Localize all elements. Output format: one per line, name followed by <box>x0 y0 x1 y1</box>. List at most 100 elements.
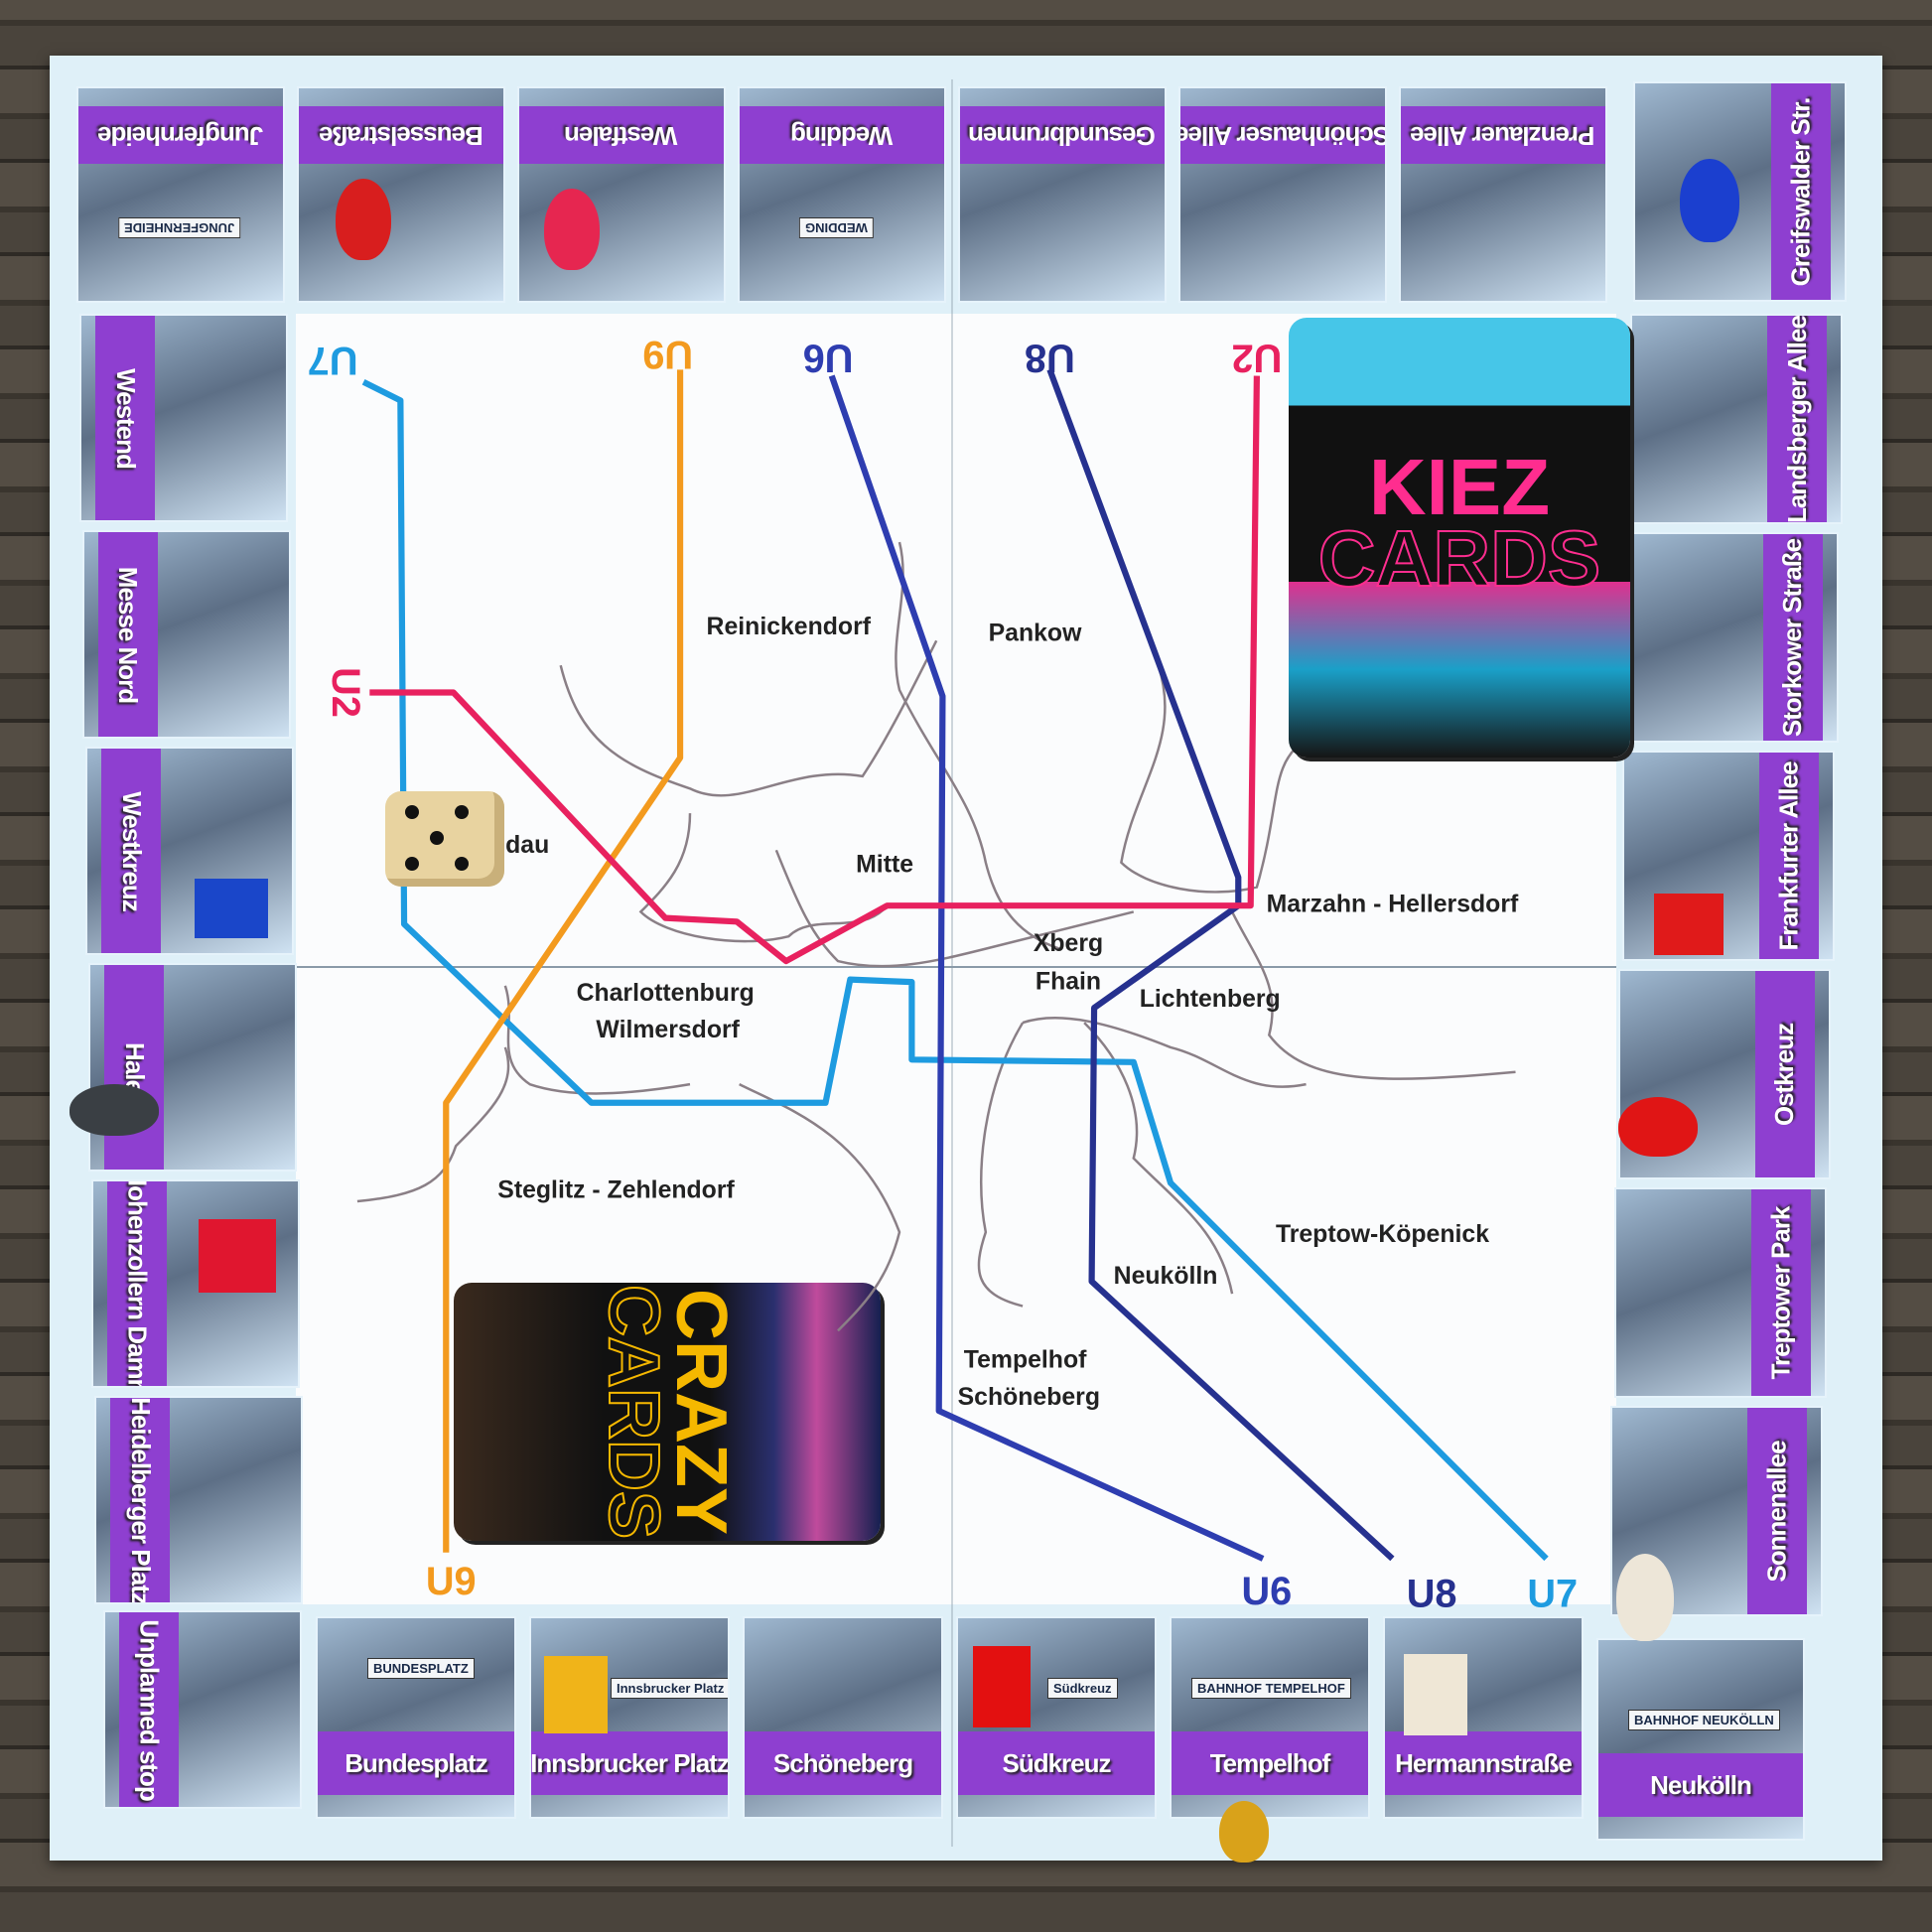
district-tempelhof: Tempelhof <box>964 1347 1087 1374</box>
station-name-band: Hohenzollern Damm <box>107 1181 167 1386</box>
station-tile-treptower-park[interactable]: Treptower Park <box>1614 1187 1827 1398</box>
yellow-pawn[interactable] <box>1219 1801 1269 1863</box>
station-name-band: Prenzlauer Allee <box>1401 106 1605 164</box>
label-u2-left: U2 <box>324 667 367 718</box>
dice-pip <box>430 831 444 845</box>
white-house-piece[interactable] <box>1404 1654 1467 1735</box>
station-name-band: Jungfernheide <box>78 106 283 164</box>
station-name: Innsbrucker Platz <box>530 1747 729 1778</box>
label-u6-bottom: U6 <box>1241 1570 1292 1613</box>
district-treptow-koepenick: Treptow-Köpenick <box>1276 1221 1489 1248</box>
red-pawn[interactable] <box>1618 1097 1698 1157</box>
station-name-band: Storkower Straße <box>1763 534 1823 741</box>
line-u9 <box>443 369 684 1553</box>
station-name: Schöneberg <box>772 1747 913 1778</box>
station-name-band: Wedding <box>740 106 944 164</box>
station-name-band: Schöneberg <box>745 1731 941 1795</box>
station-name-band: Westkreuz <box>101 749 161 953</box>
yellow-house-piece[interactable] <box>544 1656 608 1733</box>
blue-house-piece[interactable] <box>195 879 268 938</box>
station-tile-gesundbrunnen[interactable]: Gesundbrunnen <box>958 86 1167 303</box>
station-tile-prenzlauer-allee[interactable]: Prenzlauer Allee <box>1399 86 1607 303</box>
dice-pip <box>405 857 419 871</box>
crazy-cards-deck[interactable]: CRAZY CARDS <box>454 1283 881 1541</box>
district-xberg: Xberg <box>1034 930 1103 957</box>
station-tile-westend[interactable]: Westend <box>79 314 288 522</box>
station-name-band: Westfalen <box>519 106 724 164</box>
district-charlottenburg: Charlottenburg <box>577 980 755 1007</box>
district-neukoelln: Neukölln <box>1114 1263 1218 1290</box>
district-wilmersdorf: Wilmersdorf <box>596 1017 740 1043</box>
subway-lines <box>361 368 1549 1562</box>
district-lichtenberg: Lichtenberg <box>1140 986 1281 1013</box>
white-pawn[interactable] <box>1616 1554 1674 1641</box>
label-u9-top: U9 <box>642 333 693 376</box>
board-fold-line <box>296 966 1616 968</box>
station-tile-westfalen[interactable]: Westfalen <box>517 86 726 303</box>
line-u7 <box>361 378 1549 1562</box>
station-photo-sign: Südkreuz <box>1047 1678 1118 1699</box>
label-u6-top: U6 <box>803 337 854 380</box>
line-u2 <box>369 375 1260 965</box>
gray-pawn[interactable] <box>69 1084 159 1136</box>
station-tile-sch-neberg[interactable]: Schöneberg <box>743 1616 943 1819</box>
station-name: Hermannstraße <box>1395 1747 1573 1778</box>
station-tile-bundesplatz[interactable]: Bundesplatz BUNDESPLATZ <box>316 1616 516 1819</box>
station-name-band: Beusselstraße <box>299 106 503 164</box>
station-tile-messe-nord[interactable]: Messe Nord <box>82 530 291 739</box>
board-fold-line <box>951 79 953 1847</box>
kiez-card-subtitle: CARDS <box>1317 514 1601 603</box>
district-schoeneberg: Schöneberg <box>958 1384 1100 1411</box>
station-name-band: Neukölln <box>1598 1753 1803 1817</box>
station-name-band: Heidelberger Platz <box>110 1398 170 1602</box>
line-u8 <box>1046 368 1395 1562</box>
station-tile-unplanned-stop[interactable]: Unplanned stop <box>103 1610 302 1809</box>
kiez-cards-deck[interactable]: KIEZ CARDS <box>1289 318 1630 758</box>
dice[interactable] <box>385 791 504 887</box>
station-name-band: Tempelhof <box>1172 1731 1368 1795</box>
label-u7-bottom: U7 <box>1527 1572 1578 1615</box>
red-house-piece[interactable] <box>199 1219 276 1293</box>
station-name-band: Greifswalder Str. <box>1771 83 1831 300</box>
station-tile-beusselstra-e[interactable]: Beusselstraße <box>297 86 505 303</box>
station-tile-heidelberger-platz[interactable]: Heidelberger Platz <box>94 1396 303 1604</box>
station-name-band: Gesundbrunnen <box>960 106 1165 164</box>
district-steglitz-zehlendorf: Steglitz - Zehlendorf <box>497 1176 735 1203</box>
station-tile-tempelhof[interactable]: Tempelhof BAHNHOF TEMPELHOF <box>1170 1616 1370 1819</box>
blue-pawn[interactable] <box>1680 159 1739 242</box>
station-photo-sign: BAHNHOF TEMPELHOF <box>1191 1678 1351 1699</box>
station-name: Neukölln <box>1650 1769 1752 1800</box>
line-labels: U7 U9 U6 U8 U2 U2 U9 U6 U8 U7 <box>308 333 1578 1616</box>
station-name-band: Messe Nord <box>98 532 158 737</box>
red-pawn[interactable] <box>336 179 391 260</box>
dice-pip <box>455 857 469 871</box>
station-tile-sonnenallee[interactable]: Sonnenallee <box>1610 1406 1823 1616</box>
line-u6 <box>828 374 1265 1562</box>
station-name-band: Schönhauser Allee <box>1180 106 1385 164</box>
station-name-band: Südkreuz <box>958 1731 1155 1795</box>
station-name-band: Ostkreuz <box>1755 971 1815 1177</box>
station-name-band: Innsbrucker Platz <box>531 1731 728 1795</box>
dice-pip <box>455 805 469 819</box>
label-u9-bottom: U9 <box>426 1560 477 1603</box>
station-name-band: Sonnenallee <box>1747 1408 1807 1614</box>
station-tile-greifswalder-str-[interactable]: Greifswalder Str. <box>1633 81 1847 302</box>
station-name-band: Frankfurter Allee <box>1759 753 1819 959</box>
station-tile-sch-nhauser-allee[interactable]: Schönhauser Allee <box>1178 86 1387 303</box>
station-tile-landsberger-allee[interactable]: Landsberger Allee <box>1630 314 1843 524</box>
station-photo-sign: BUNDESPLATZ <box>367 1658 475 1679</box>
station-photo-sign: Innsbrucker Platz <box>611 1678 728 1699</box>
pink-pawn[interactable] <box>544 189 600 270</box>
red-house-piece[interactable] <box>973 1646 1031 1727</box>
station-name: Südkreuz <box>1002 1747 1111 1778</box>
station-tile-storkower-stra-e[interactable]: Storkower Straße <box>1626 532 1839 743</box>
station-name-band: Unplanned stop <box>119 1612 179 1807</box>
red-house-piece[interactable] <box>1654 894 1724 955</box>
station-name-band: Bundesplatz <box>318 1731 514 1795</box>
station-name-band: Westend <box>95 316 155 520</box>
